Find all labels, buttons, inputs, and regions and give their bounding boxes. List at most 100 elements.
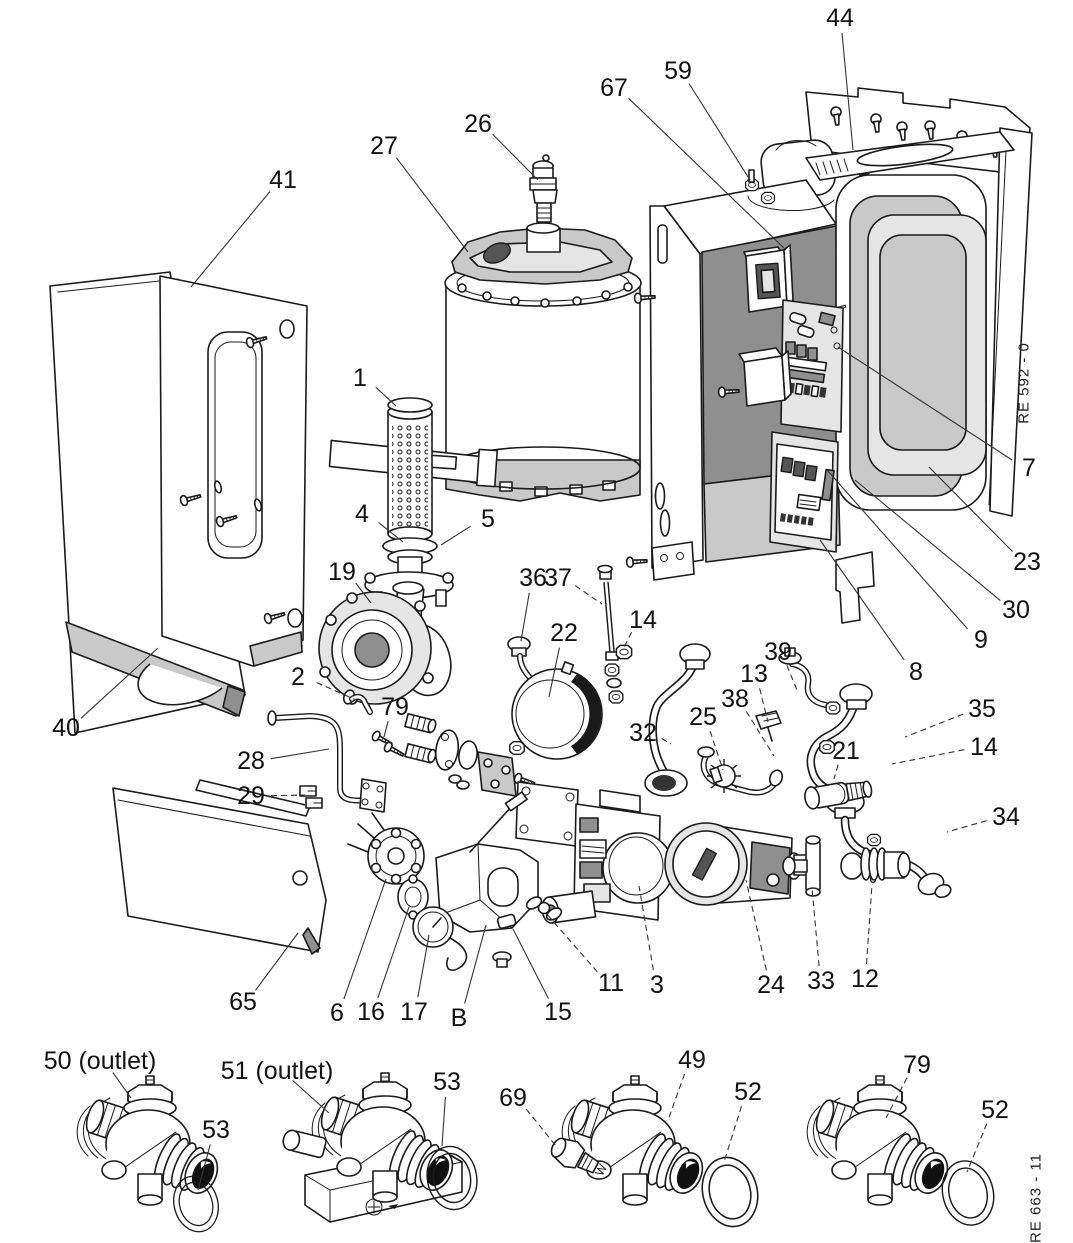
leader-line-1 bbox=[375, 386, 397, 407]
leader-line-12 bbox=[865, 883, 873, 965]
leader-line-26 bbox=[492, 133, 539, 181]
part-label-1: 1 bbox=[353, 364, 367, 392]
leader-line-52-2 bbox=[966, 1123, 988, 1173]
leader-line-69 bbox=[525, 1108, 557, 1147]
part-label-7: 7 bbox=[1022, 454, 1036, 482]
part-label-11: 11 bbox=[598, 969, 624, 997]
leader-line-37 bbox=[574, 585, 603, 605]
part-label-52-2: 52 bbox=[981, 1096, 1009, 1124]
part-label-35: 35 bbox=[968, 695, 996, 723]
part-label-51-outlet: 51 (outlet) bbox=[221, 1057, 334, 1085]
valve-49-shape bbox=[550, 1075, 712, 1206]
part-label-39: 39 bbox=[764, 638, 792, 666]
leader-line-6 bbox=[343, 878, 387, 1000]
inner-panel-shape bbox=[159, 275, 308, 667]
part-label-6: 6 bbox=[330, 999, 344, 1027]
leader-line-2 bbox=[316, 681, 357, 701]
part-label-79-2: 79 bbox=[903, 1051, 931, 1079]
leader-line-49 bbox=[667, 1073, 686, 1121]
leader-line-28 bbox=[270, 748, 330, 760]
leader-line-40 bbox=[80, 647, 159, 719]
leader-line-67 bbox=[628, 97, 787, 251]
venturi-group bbox=[370, 713, 548, 806]
elbow-21-group bbox=[804, 780, 873, 810]
leader-line-65 bbox=[255, 932, 299, 991]
leader-line-50-outlet bbox=[112, 1072, 132, 1099]
part-label-25: 25 bbox=[689, 703, 717, 731]
part-label-59: 59 bbox=[664, 57, 692, 85]
part-label-8: 8 bbox=[909, 658, 923, 686]
part-label-33: 33 bbox=[807, 967, 835, 995]
part-label-52: 52 bbox=[734, 1078, 762, 1106]
part-label-38: 38 bbox=[721, 685, 749, 713]
leader-line-17 bbox=[417, 934, 430, 998]
pipe-38-group bbox=[697, 746, 784, 796]
pipe-32-group bbox=[644, 643, 711, 797]
leader-line-41 bbox=[190, 191, 271, 288]
part-label-37: 37 bbox=[544, 564, 572, 592]
part-label-17: 17 bbox=[400, 998, 428, 1026]
leader-line-22 bbox=[548, 647, 560, 698]
part-label-3: 3 bbox=[650, 971, 664, 999]
leader-line-11 bbox=[544, 911, 598, 973]
part-label-14-2: 14 bbox=[970, 733, 998, 761]
burner-assembly-shape bbox=[328, 397, 499, 612]
part-label-13: 13 bbox=[740, 660, 768, 688]
leader-line-19 bbox=[355, 582, 372, 604]
part-label-23: 23 bbox=[1013, 548, 1041, 576]
part-label-50-outlet: 50 (outlet) bbox=[44, 1047, 157, 1075]
drawing-code-re-592-0: RE 592 - 0 bbox=[1016, 342, 1033, 424]
part-label-67: 67 bbox=[600, 74, 628, 102]
oring-52-a bbox=[694, 1150, 766, 1234]
part-label-29: 29 bbox=[237, 782, 265, 810]
leader-line-36 bbox=[520, 592, 530, 642]
part-label-79: 79 bbox=[381, 693, 409, 721]
pump-group bbox=[664, 822, 911, 906]
part-label-24: 24 bbox=[757, 971, 785, 999]
leader-line-33 bbox=[811, 887, 820, 967]
hydraulic-bracket-group bbox=[347, 791, 563, 971]
part-label-36: 36 bbox=[519, 564, 547, 592]
lower-panel-shape bbox=[112, 779, 327, 955]
leader-line-53-2 bbox=[441, 1096, 446, 1147]
leader-line-35 bbox=[904, 713, 964, 738]
leader-line-44 bbox=[841, 32, 854, 151]
leader-line-29 bbox=[270, 794, 306, 797]
leader-line-14-2 bbox=[891, 749, 965, 765]
part-label-27: 27 bbox=[370, 132, 398, 160]
leader-line-79 bbox=[383, 720, 389, 738]
leader-line-30 bbox=[854, 479, 1001, 602]
part-label-49: 49 bbox=[678, 1046, 706, 1074]
leader-line-24 bbox=[745, 879, 767, 971]
heat-exchanger-shape bbox=[444, 154, 642, 502]
leader-line-39 bbox=[786, 665, 798, 691]
part-label-53-2: 53 bbox=[433, 1068, 461, 1096]
part-label-34: 34 bbox=[992, 803, 1020, 831]
leader-line-27 bbox=[395, 157, 469, 253]
leader-line-52 bbox=[723, 1106, 743, 1163]
part-label-14: 14 bbox=[629, 606, 657, 634]
part-label-19: 19 bbox=[328, 558, 356, 586]
part-label-16: 16 bbox=[357, 998, 385, 1026]
part-label-26: 26 bbox=[464, 110, 492, 138]
part-label-12: 12 bbox=[851, 965, 879, 993]
drain-valve-69-shape bbox=[550, 1137, 607, 1175]
leader-line-5 bbox=[440, 525, 471, 546]
leader-line-25 bbox=[709, 730, 724, 771]
part-label-21: 21 bbox=[832, 737, 860, 765]
part-label-40: 40 bbox=[52, 714, 80, 742]
part-label-2: 2 bbox=[291, 663, 305, 691]
leader-line-59 bbox=[688, 83, 751, 181]
chassis-shape bbox=[625, 87, 1033, 624]
leader-line-9 bbox=[826, 469, 969, 630]
part-label-22: 22 bbox=[550, 619, 578, 647]
vessel-group bbox=[507, 564, 633, 760]
part-label-15: 15 bbox=[544, 998, 572, 1026]
leader-line-53 bbox=[197, 1144, 211, 1191]
leader-line-8 bbox=[819, 539, 905, 661]
leader-line-13 bbox=[759, 688, 769, 723]
leader-line-3 bbox=[638, 885, 654, 971]
part-label-5: 5 bbox=[481, 505, 495, 533]
leader-line-21 bbox=[833, 764, 839, 780]
